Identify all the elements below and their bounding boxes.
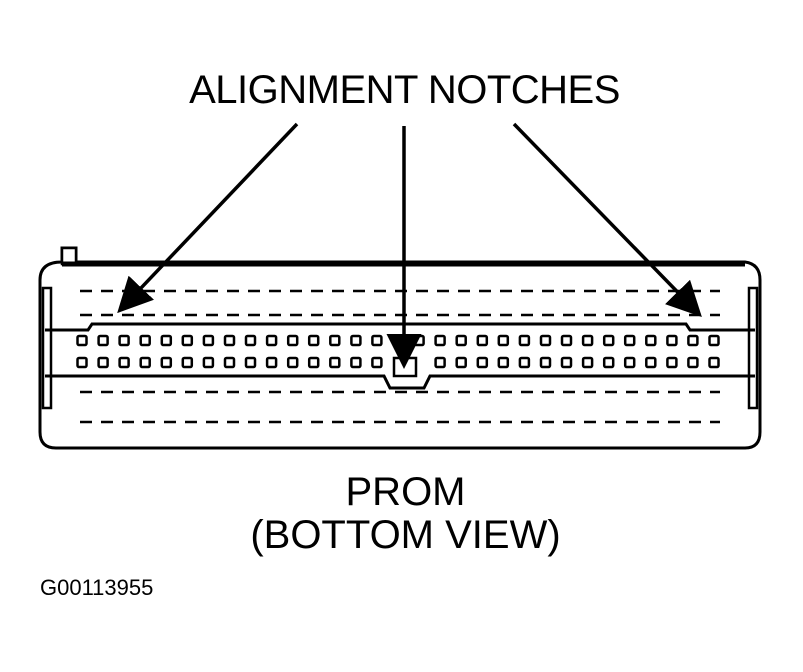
pin [223, 356, 236, 369]
pin [371, 334, 383, 347]
pin [708, 356, 720, 369]
pin [307, 334, 320, 347]
pin [286, 356, 299, 369]
pin [139, 356, 151, 369]
pin [687, 334, 699, 347]
pin [76, 356, 88, 369]
pin [265, 356, 278, 369]
pin [645, 356, 657, 369]
pin [118, 356, 130, 369]
pin [329, 334, 341, 347]
pin [581, 334, 594, 347]
pin [476, 356, 489, 369]
pin [623, 334, 636, 347]
pin [645, 334, 657, 347]
prom-body-outline [38, 246, 762, 450]
pin [350, 356, 362, 369]
pin [413, 334, 425, 347]
caption-prom: PROM [345, 470, 466, 514]
pin [181, 334, 194, 347]
pin [350, 334, 362, 347]
pin [434, 356, 446, 369]
pin [97, 356, 109, 369]
pin [392, 334, 404, 347]
pin-band-top-edge [45, 322, 755, 332]
pin-band-bottom-edge [45, 374, 755, 390]
pin [76, 334, 88, 347]
caption-bottom-view: (BOTTOM VIEW) [250, 513, 561, 557]
pin [160, 334, 173, 347]
prom-right-end-tab [747, 286, 759, 410]
pin [307, 356, 320, 369]
diagram-title: ALIGNMENT NOTCHES [189, 68, 620, 112]
pin [371, 356, 383, 369]
pin [139, 334, 151, 347]
pin [265, 334, 278, 347]
pin [434, 334, 446, 347]
pin [244, 334, 257, 347]
pin [708, 334, 720, 347]
arrow-left-notch [117, 122, 299, 314]
pin [518, 356, 531, 369]
pin [623, 356, 636, 369]
pin [223, 334, 236, 347]
pin [497, 356, 510, 369]
pin [202, 356, 215, 369]
pin [455, 356, 467, 369]
pin [181, 356, 194, 369]
pin [666, 334, 678, 347]
pin [244, 356, 257, 369]
pin [118, 334, 130, 347]
pin [455, 334, 467, 347]
figure-id: G00113955 [40, 575, 154, 600]
pin [602, 334, 615, 347]
pin [687, 356, 699, 369]
pin [97, 334, 109, 347]
pin [560, 356, 573, 369]
pin [602, 356, 615, 369]
arrow-right-notch [512, 122, 702, 318]
pin [539, 356, 552, 369]
pin [518, 334, 531, 347]
pin [202, 334, 215, 347]
pin [160, 356, 173, 369]
pin [497, 334, 510, 347]
pin [476, 334, 489, 347]
pin [286, 334, 299, 347]
pin [581, 356, 594, 369]
pin [539, 334, 552, 347]
prom-left-end-tab [41, 286, 53, 410]
pin-grid [76, 334, 720, 369]
pin [329, 356, 341, 369]
pin [666, 356, 678, 369]
pin [560, 334, 573, 347]
